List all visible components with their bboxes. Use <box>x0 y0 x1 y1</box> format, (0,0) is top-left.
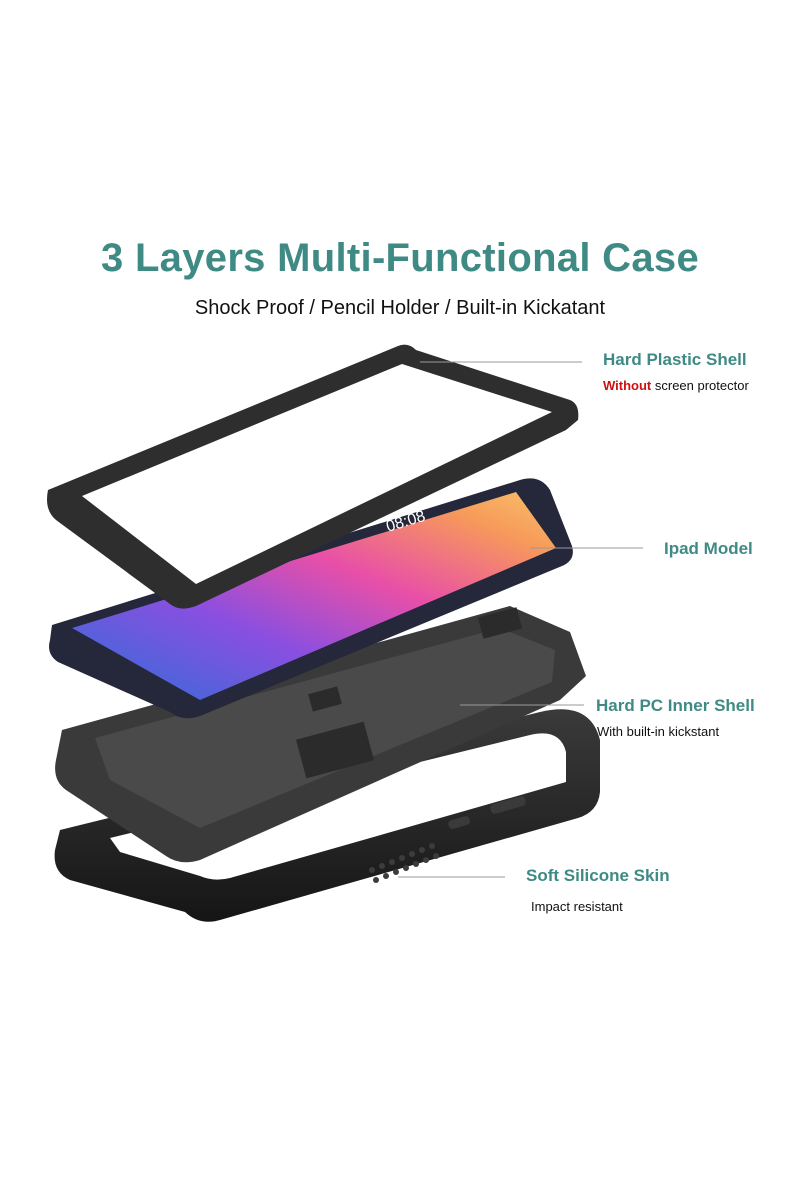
page-title: 3 Layers Multi-Functional Case <box>100 236 700 280</box>
label-soft-silicone-skin: Soft Silicone Skin <box>526 866 670 885</box>
label-ipad-model: Ipad Model <box>664 539 753 558</box>
label-hard-plastic-shell-sub: Without screen protector <box>603 378 749 393</box>
page-subtitle: Shock Proof / Pencil Holder / Built-in K… <box>194 297 606 319</box>
label-hard-plastic-shell-sub-rest: screen protector <box>651 378 749 393</box>
label-hard-plastic-shell: Hard Plastic Shell <box>603 350 747 369</box>
inner-shell-layer <box>55 606 587 863</box>
label-soft-silicone-skin-sub: Impact resistant <box>531 899 623 914</box>
highlight-without: Without <box>603 378 652 393</box>
plastic-shell-layer <box>47 344 579 609</box>
label-hard-pc-inner-shell-sub: With built-in kickstant <box>597 724 720 739</box>
label-hard-pc-inner-shell: Hard PC Inner Shell <box>596 696 755 715</box>
